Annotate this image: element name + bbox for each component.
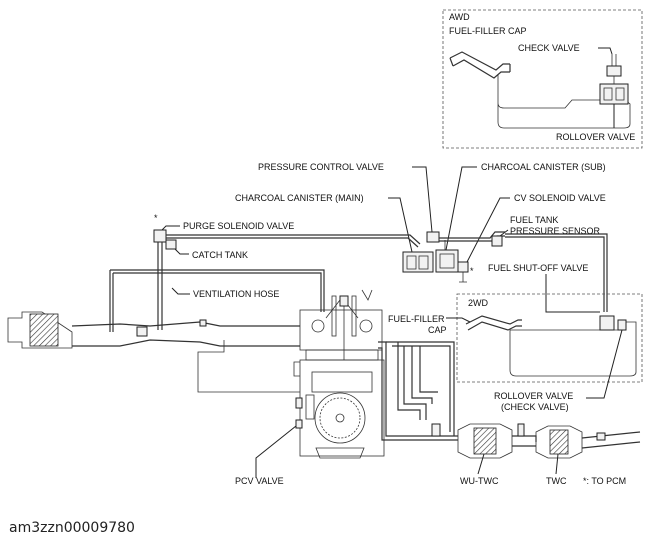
check-valve-paren-label: (CHECK VALVE) xyxy=(501,402,569,412)
awd-inset: AWD FUEL-FILLER CAP CHECK VALVE ROLLOVER… xyxy=(442,9,643,149)
awd-label: AWD xyxy=(449,12,470,22)
pcv-valve-label: PCV VALVE xyxy=(235,476,284,486)
engine xyxy=(293,289,385,459)
awd-fuel-tank xyxy=(497,74,631,129)
two-wd-rollover-valve xyxy=(617,319,627,331)
two-wd-inset: 2WD xyxy=(456,293,643,383)
catch-tank xyxy=(165,239,177,250)
purge-solenoid-valve xyxy=(153,229,167,330)
cv-solenoid-valve-label: CV SOLENOID VALVE xyxy=(514,193,606,203)
pressure-control-valve xyxy=(426,231,440,243)
two-wd-inset-border xyxy=(456,293,643,383)
two-wd-label: 2WD xyxy=(468,298,489,308)
exhaust-system xyxy=(378,341,641,459)
fuel-filler-label: FUEL-FILLER xyxy=(388,314,445,324)
wu-twc-label: WU-TWC xyxy=(460,476,499,486)
asterisk-cv: * xyxy=(470,266,474,276)
charcoal-canister-main-label: CHARCOAL CANISTER (MAIN) xyxy=(235,193,364,203)
rollover-valve-label: ROLLOVER VALVE xyxy=(494,391,573,401)
charcoal-canister-main xyxy=(402,251,434,273)
pcv-valve xyxy=(295,419,303,429)
awd-rollover-valve-label: ROLLOVER VALVE xyxy=(556,132,635,142)
throttle-body xyxy=(136,326,148,337)
fuel-tank-pressure-sensor xyxy=(491,235,503,247)
pressure-control-valve-label: PRESSURE CONTROL VALVE xyxy=(258,162,384,172)
asterisk-purge: * xyxy=(154,213,158,223)
awd-check-valve xyxy=(606,65,622,77)
charcoal-canister-sub-label: CHARCOAL CANISTER (SUB) xyxy=(481,162,606,172)
awd-inset-border xyxy=(442,9,643,149)
catch-tank-label: CATCH TANK xyxy=(192,250,248,260)
fuel-tank-label: FUEL TANK xyxy=(510,215,558,225)
check-valve-label: CHECK VALVE xyxy=(518,43,580,53)
to-pcm-note: *: TO PCM xyxy=(583,476,626,486)
fuel-shutoff-valve-label: FUEL SHUT-OFF VALVE xyxy=(488,263,588,273)
twc-label: TWC xyxy=(546,476,567,486)
figure-code: am3zzn00009780 xyxy=(9,520,135,536)
cap-label: CAP xyxy=(428,325,447,335)
pressure-sensor-label: PRESSURE SENSOR xyxy=(510,226,601,236)
two-wd-fuel-tank xyxy=(509,321,637,377)
fuel-shutoff-valve xyxy=(599,315,615,331)
air-intake xyxy=(7,311,300,393)
awd-fuel-filler-cap-label: FUEL-FILLER CAP xyxy=(449,26,527,36)
wu-twc xyxy=(473,427,497,455)
ventilation-hose-label: VENTILATION HOSE xyxy=(193,289,279,299)
twc xyxy=(549,429,569,455)
charcoal-canister-sub xyxy=(435,249,459,273)
purge-solenoid-valve-label: PURGE SOLENOID VALVE xyxy=(183,221,294,231)
cv-solenoid-valve xyxy=(457,261,469,273)
